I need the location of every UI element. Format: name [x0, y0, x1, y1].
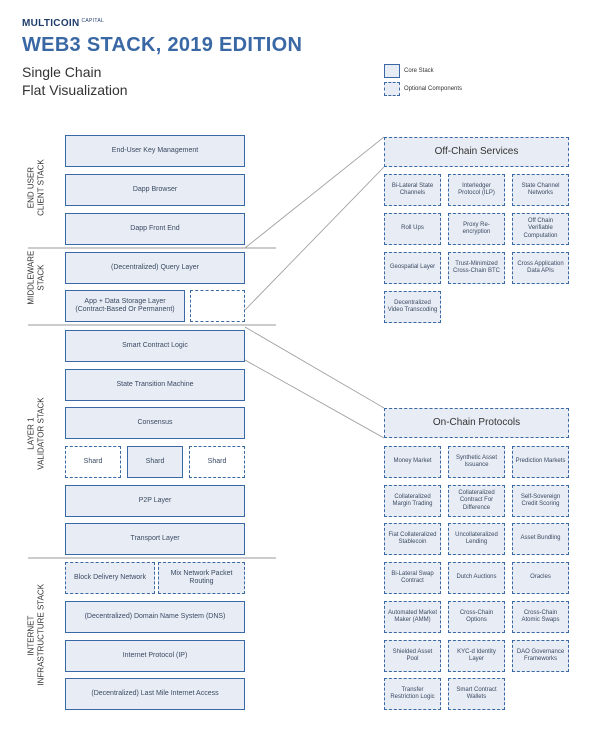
- storage-optional-box: [190, 290, 245, 322]
- dapp-browser-box: Dapp Browser: [65, 174, 245, 206]
- block-delivery-network-box: Block Delivery Network: [65, 562, 155, 594]
- key-management-box: End-User Key Management: [65, 135, 245, 167]
- connector-offchain-bottom: [244, 166, 385, 311]
- onchain-item: Fiat Collateralized Stablecoin: [384, 523, 441, 555]
- smart-contract-logic-box: Smart Contract Logic: [65, 330, 245, 362]
- offchain-item: Interledger Protocol (ILP): [448, 174, 505, 206]
- offchain-item: State Channel Networks: [512, 174, 569, 206]
- legend-optional-swatch: [384, 82, 400, 96]
- onchain-item: KYC-d Identity Layer: [448, 640, 505, 672]
- storage-layer-box: App + Data Storage Layer(Contract-Based …: [65, 290, 185, 322]
- transport-layer-box: Transport Layer: [65, 523, 245, 555]
- state-transition-machine-box: State Transition Machine: [65, 369, 245, 401]
- onchain-item: Money Market: [384, 446, 441, 478]
- onchain-item: Collateralized Margin Trading: [384, 485, 441, 517]
- offchain-header: Off-Chain Services: [384, 137, 569, 167]
- offchain-item: Geospatial Layer: [384, 252, 441, 284]
- offchain-item: Bi-Lateral State Channels: [384, 174, 441, 206]
- subtitle-flat-visualization: Flat Visualization: [22, 82, 128, 98]
- offchain-item: Decentralized Video Transcoding: [384, 291, 441, 323]
- onchain-item: Synthetic Asset Issuance: [448, 446, 505, 478]
- connector-offchain-top: [244, 136, 385, 249]
- onchain-item: Transfer Restriction Logic: [384, 678, 441, 710]
- onchain-header: On-Chain Protocols: [384, 408, 569, 438]
- shard-optional-right: Shard: [189, 446, 245, 478]
- onchain-item: Cross-Chain Atomic Swaps: [512, 601, 569, 633]
- shard-optional-left: Shard: [65, 446, 121, 478]
- onchain-item: Collateralized Contract For Difference: [448, 485, 505, 517]
- onchain-item: Bi-Lateral Swap Contract: [384, 562, 441, 594]
- ip-box: Internet Protocol (IP): [65, 640, 245, 672]
- subtitle-single-chain: Single Chain: [22, 64, 102, 80]
- shard-core: Shard: [127, 446, 183, 478]
- page-title: WEB3 STACK, 2019 EDITION: [22, 34, 303, 56]
- p2p-layer-box: P2P Layer: [65, 485, 245, 517]
- offchain-item: Off Chain Verifiable Computation: [512, 213, 569, 245]
- onchain-item: Oracles: [512, 562, 569, 594]
- offchain-item: Cross Application Data APIs: [512, 252, 569, 284]
- onchain-item: Smart Contract Wallets: [448, 678, 505, 710]
- last-mile-box: (Decentralized) Last Mile Internet Acces…: [65, 678, 245, 710]
- consensus-box: Consensus: [65, 407, 245, 439]
- offchain-item: Proxy Re-encryption: [448, 213, 505, 245]
- onchain-item: Automated Market Maker (AMM): [384, 601, 441, 633]
- onchain-item: Cross-Chain Options: [448, 601, 505, 633]
- legend-core-swatch: [384, 64, 400, 78]
- onchain-item: Shielded Asset Pool: [384, 640, 441, 672]
- offchain-item: Trust-Minimized Cross-Chain BTC: [448, 252, 505, 284]
- onchain-item: Asset Bundling: [512, 523, 569, 555]
- onchain-item: Self-Sovereign Credit Scoring: [512, 485, 569, 517]
- legend-optional-label: Optional Components: [404, 86, 463, 92]
- dapp-frontend-box: Dapp Front End: [65, 213, 245, 245]
- connector-onchain-bottom: [244, 359, 385, 439]
- onchain-item: Uncollateralized Lending: [448, 523, 505, 555]
- offchain-item: Roll Ups: [384, 213, 441, 245]
- legend-core-label: Core Stack: [404, 68, 434, 74]
- onchain-item: Dutch Auctions: [448, 562, 505, 594]
- query-layer-box: (Decentralized) Query Layer: [65, 252, 245, 284]
- onchain-item: DAO Governance Frameworks: [512, 640, 569, 672]
- connector-onchain-top: [244, 326, 385, 409]
- dns-box: (Decentralized) Domain Name System (DNS): [65, 601, 245, 633]
- onchain-item: Prediction Markets: [512, 446, 569, 478]
